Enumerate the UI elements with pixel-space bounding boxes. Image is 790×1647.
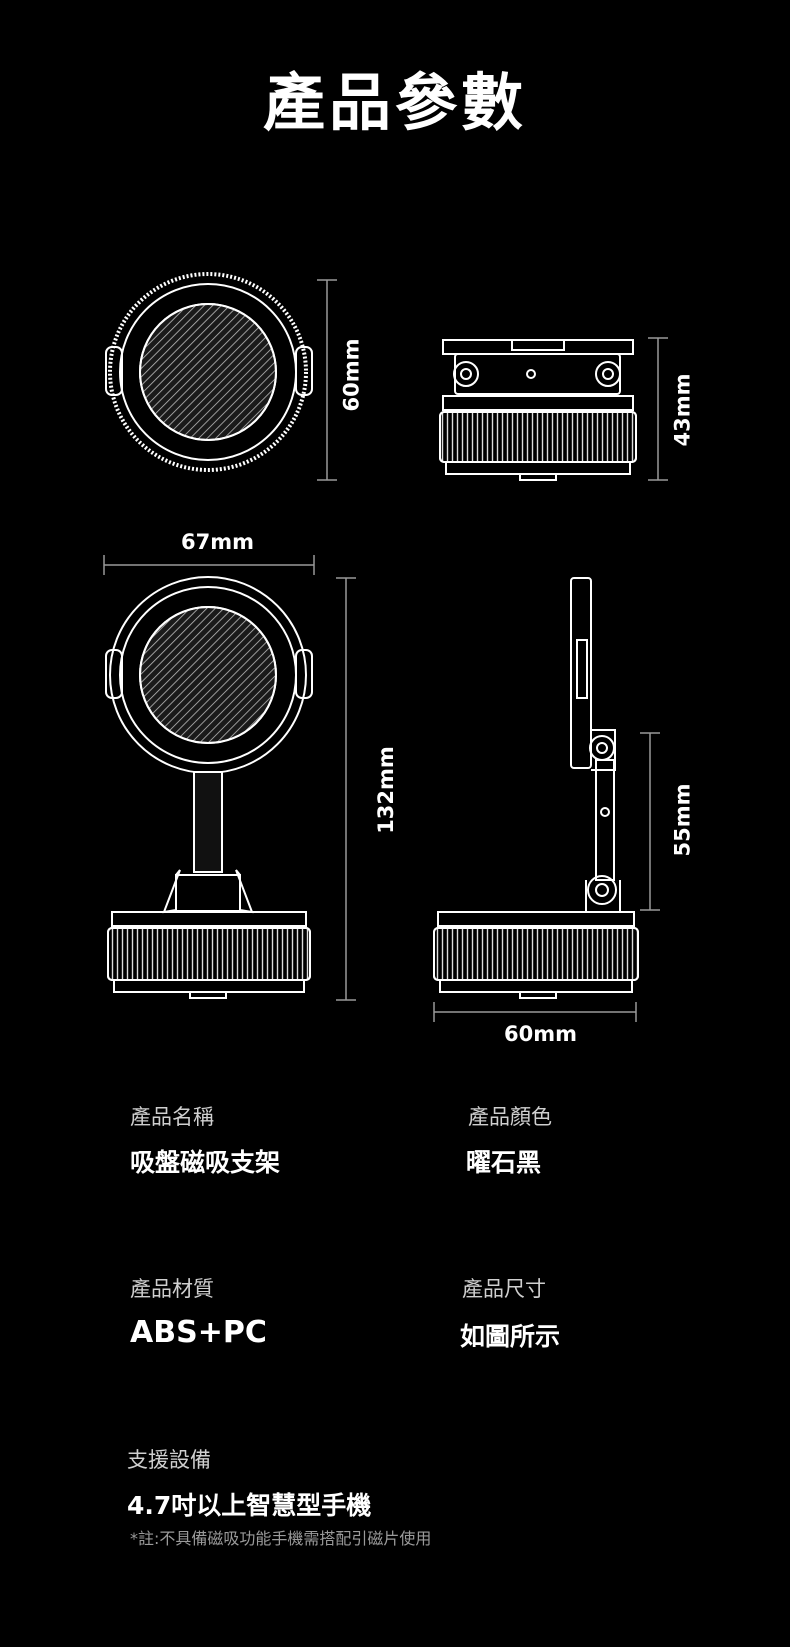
page-title: 產品參數 — [262, 66, 527, 139]
spec-name-label: 產品名稱 — [130, 1105, 214, 1129]
spec-size-value: 如圖所示 — [460, 1322, 561, 1351]
dim-line-arm-height — [640, 732, 660, 911]
dim-line-base-width — [433, 1002, 637, 1022]
dim-line-side-height — [648, 337, 668, 481]
spec-support-value: 4.7吋以上智慧型手機 — [127, 1491, 372, 1520]
dim-front-total-height: 132mm — [373, 746, 398, 834]
spec-size-label: 產品尺寸 — [462, 1277, 546, 1301]
spec-support-label: 支援設備 — [127, 1448, 211, 1472]
full-front-view — [105, 576, 313, 999]
spec-material-value: ABS+PC — [130, 1315, 267, 1350]
dim-line-front-total-height — [336, 577, 356, 1001]
dim-top-front-height: 60mm — [339, 338, 364, 412]
spec-material-label: 產品材質 — [130, 1277, 214, 1301]
spec-note: *註:不具備磁吸功能手機需搭配引磁片使用 — [130, 1529, 432, 1548]
spec-name-value: 吸盤磁吸支架 — [130, 1148, 281, 1177]
dim-base-width: 60mm — [504, 1022, 577, 1046]
spec-color-label: 產品顏色 — [468, 1105, 552, 1129]
dim-line-front-width — [103, 555, 315, 575]
top-side-view — [439, 339, 637, 481]
top-front-view — [105, 272, 313, 472]
dim-front-width: 67mm — [181, 530, 254, 554]
full-side-view — [433, 577, 639, 999]
dim-line-top-front-height — [317, 279, 337, 481]
dim-arm-height: 55mm — [670, 783, 695, 857]
dim-side-height: 43mm — [670, 373, 695, 447]
spec-color-value: 曜石黑 — [466, 1148, 542, 1177]
